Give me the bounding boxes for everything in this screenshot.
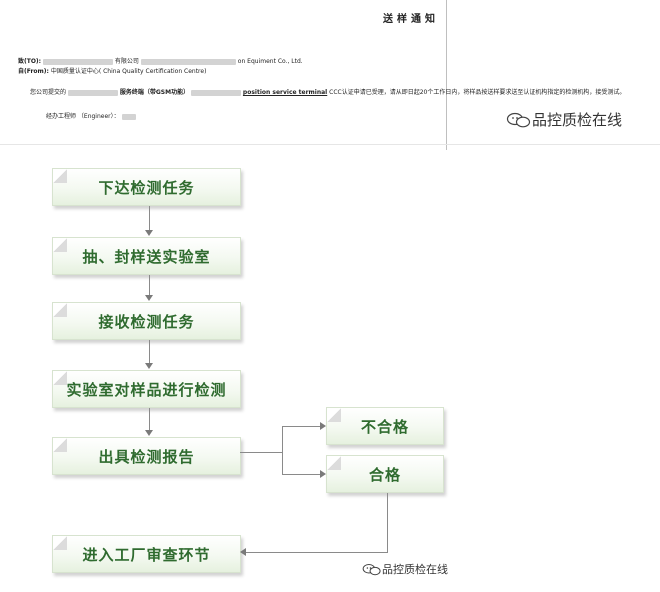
body-terminal: position service terminal xyxy=(242,89,328,96)
connector-report-branch xyxy=(240,452,282,453)
to-line: 致(TO): 有限公司 on Equiment Co., Ltd. xyxy=(18,56,303,65)
chat-bubble-icon xyxy=(362,563,381,575)
redacted-engineer xyxy=(121,113,136,120)
connector-4-5 xyxy=(149,408,150,431)
step-factory-audit-label: 进入工厂审查环节 xyxy=(82,545,211,564)
page-fold-icon xyxy=(53,371,67,385)
connector-to-fail xyxy=(282,426,320,427)
arrow-right-icon xyxy=(320,470,326,478)
arrow-right-icon xyxy=(320,422,326,430)
body-line: 您公司提交的 服务终端（带GSM功能） position service ter… xyxy=(30,87,625,96)
to-company-en-tail: on Equiment Co., Ltd. xyxy=(237,58,303,65)
page-fold-icon xyxy=(327,456,341,470)
step-sample-to-lab-label: 抽、封样送实验室 xyxy=(82,247,211,266)
from-value: 中国质量认证中心( China Quality Certification Ce… xyxy=(50,68,207,75)
redacted-model xyxy=(67,89,118,96)
watermark-top: 品控质检在线 xyxy=(506,109,622,130)
redacted-company xyxy=(43,58,113,65)
step-receive-task: 接收检测任务 xyxy=(52,302,241,340)
watermark-top-text: 品控质检在线 xyxy=(532,111,623,129)
watermark-bottom-text: 品控质检在线 xyxy=(382,563,448,576)
page-fold-icon xyxy=(53,438,67,452)
connector-2-3 xyxy=(149,275,150,296)
step-issue-task: 下达检测任务 xyxy=(52,168,241,206)
notice-title: 送样通知 xyxy=(383,14,439,25)
step-factory-audit: 进入工厂审查环节 xyxy=(52,535,241,573)
arrow-down-icon xyxy=(145,295,153,301)
engineer-line: 经办工程师 （Engineer）： xyxy=(46,111,136,120)
to-company-suffix: 有限公司 xyxy=(114,58,139,65)
result-fail: 不合格 xyxy=(326,407,444,445)
page-fold-icon xyxy=(327,408,341,422)
step-receive-task-label: 接收检测任务 xyxy=(98,312,195,331)
to-label: 致(TO): xyxy=(18,58,42,65)
body-prefix: 您公司提交的 xyxy=(30,89,67,96)
result-fail-label: 不合格 xyxy=(360,417,409,436)
page-fold-icon xyxy=(53,238,67,252)
engineer-label: 经办工程师 （Engineer）： xyxy=(46,113,120,120)
step-issue-report-label: 出具检测报告 xyxy=(98,447,195,466)
from-line: 自(From): 中国质量认证中心( China Quality Certifi… xyxy=(18,66,206,75)
result-pass: 合格 xyxy=(326,455,444,493)
notice-document: 送样通知 致(TO): 有限公司 on Equiment Co., Ltd. 自… xyxy=(0,0,660,150)
from-label: 自(From): xyxy=(18,68,49,75)
connector-to-audit xyxy=(246,552,387,553)
arrow-left-icon xyxy=(240,548,246,556)
step-lab-testing: 实验室对样品进行检测 xyxy=(52,370,241,408)
step-lab-testing-label: 实验室对样品进行检测 xyxy=(66,380,227,399)
connector-1-2 xyxy=(149,206,150,231)
connector-branch-vertical xyxy=(282,426,283,474)
connector-pass-down xyxy=(387,493,388,553)
body-suffix: CCC认证申请已受理，请从即日起20个工作日内，将样品按送样要求送至认证机构指定… xyxy=(329,89,626,96)
page-divider xyxy=(446,0,447,150)
body-product: 服务终端（带GSM功能） xyxy=(119,89,190,96)
connector-3-4 xyxy=(149,340,150,364)
page-fold-icon xyxy=(53,536,67,550)
connector-to-pass xyxy=(282,474,320,475)
page-fold-icon xyxy=(53,169,67,183)
arrow-down-icon xyxy=(145,430,153,436)
page-divider-bottom xyxy=(0,144,660,145)
page-fold-icon xyxy=(53,303,67,317)
arrow-down-icon xyxy=(145,363,153,369)
step-sample-to-lab: 抽、封样送实验室 xyxy=(52,237,241,275)
arrow-down-icon xyxy=(145,230,153,236)
redacted-model-2 xyxy=(191,89,241,96)
watermark-bottom: 品控质检在线 xyxy=(362,561,448,577)
step-issue-task-label: 下达检测任务 xyxy=(98,178,195,197)
result-pass-label: 合格 xyxy=(368,465,401,484)
step-issue-report: 出具检测报告 xyxy=(52,437,241,475)
redacted-company-en xyxy=(140,58,236,65)
chat-bubble-icon xyxy=(506,112,531,127)
